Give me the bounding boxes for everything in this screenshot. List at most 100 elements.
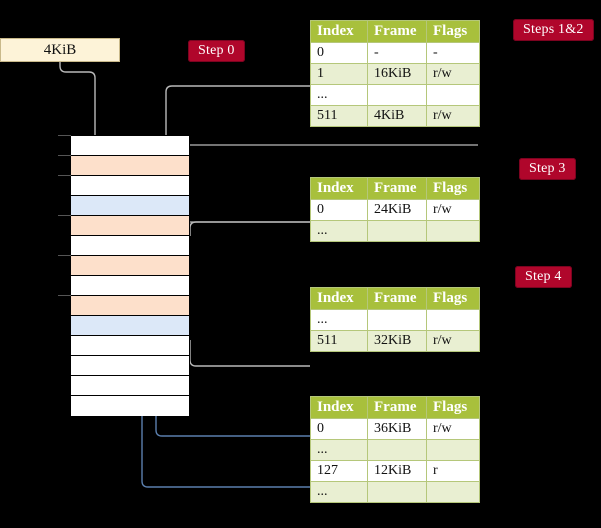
column-header-flags: Flags bbox=[426, 396, 480, 419]
memory-row-tick bbox=[58, 215, 71, 216]
memory-row-6 bbox=[58, 255, 189, 276]
memory-row-7 bbox=[71, 276, 189, 296]
cell-index: 1 bbox=[310, 63, 368, 85]
cell-flags: r bbox=[426, 460, 480, 482]
cell-index: ... bbox=[310, 481, 368, 503]
cell-frame: 36KiB bbox=[367, 418, 427, 440]
physical-memory-column bbox=[58, 135, 190, 416]
memory-row-11 bbox=[71, 356, 189, 376]
memory-row-tick bbox=[58, 135, 71, 136]
cell-flags: r/w bbox=[426, 63, 480, 85]
cell-frame bbox=[367, 309, 427, 331]
cell-index: ... bbox=[310, 84, 368, 106]
column-header-flags: Flags bbox=[426, 287, 480, 310]
memory-row-8 bbox=[58, 295, 189, 316]
table-row: 0-- bbox=[310, 42, 480, 64]
link-step0 bbox=[59, 62, 102, 156]
cell-index: 0 bbox=[310, 42, 368, 64]
memory-row-5 bbox=[71, 236, 189, 256]
cell-index: ... bbox=[310, 439, 368, 461]
memory-row-10 bbox=[71, 336, 189, 356]
memory-row-12 bbox=[71, 376, 189, 396]
cell-frame: 16KiB bbox=[367, 63, 427, 85]
link-table4-row127 bbox=[135, 264, 310, 488]
badge-step-4: Step 4 bbox=[515, 266, 572, 288]
memory-row-tick bbox=[58, 255, 71, 256]
column-header-flags: Flags bbox=[426, 177, 480, 200]
source-frame-label: 4KiB bbox=[43, 41, 77, 58]
cell-frame bbox=[367, 439, 427, 461]
memory-row-2 bbox=[58, 175, 189, 196]
cell-flags: r/w bbox=[426, 330, 480, 352]
cell-frame: - bbox=[367, 42, 427, 64]
table-row: ... bbox=[310, 84, 480, 106]
cell-index: 127 bbox=[310, 460, 368, 482]
column-header-index: Index bbox=[310, 287, 368, 310]
cell-index: 0 bbox=[310, 199, 368, 221]
column-header-flags: Flags bbox=[426, 20, 480, 43]
source-frame-box: 4KiB bbox=[0, 38, 120, 62]
table-row: ... bbox=[310, 220, 480, 242]
memory-row-tick bbox=[58, 155, 71, 156]
badge-step-3: Step 3 bbox=[519, 158, 576, 180]
memory-row-tick bbox=[58, 175, 71, 176]
memory-row-13 bbox=[71, 396, 189, 416]
cell-flags bbox=[426, 84, 480, 106]
cell-flags bbox=[426, 309, 480, 331]
memory-row-4 bbox=[58, 215, 189, 236]
memory-row-0 bbox=[58, 135, 189, 156]
cell-frame: 32KiB bbox=[367, 330, 427, 352]
memory-row-tick bbox=[58, 295, 71, 296]
link-step4-out bbox=[189, 340, 310, 367]
memory-row-1 bbox=[58, 155, 189, 176]
cell-frame: 12KiB bbox=[367, 460, 427, 482]
column-header-frame: Frame bbox=[367, 20, 427, 43]
cell-frame bbox=[367, 481, 427, 503]
cell-frame bbox=[367, 84, 427, 106]
link-step3-out bbox=[189, 221, 310, 236]
column-header-frame: Frame bbox=[367, 396, 427, 419]
cell-frame: 24KiB bbox=[367, 199, 427, 221]
cell-index: 511 bbox=[310, 105, 368, 127]
badge-step-0: Step 0 bbox=[188, 40, 245, 62]
link-steps12-in bbox=[165, 85, 310, 146]
column-header-frame: Frame bbox=[367, 287, 427, 310]
memory-row-9 bbox=[71, 316, 189, 336]
table-row: ... bbox=[310, 309, 480, 331]
cell-frame bbox=[367, 220, 427, 242]
cell-flags bbox=[426, 439, 480, 461]
column-header-frame: Frame bbox=[367, 177, 427, 200]
cell-flags: r/w bbox=[426, 105, 480, 127]
cell-flags: r/w bbox=[426, 418, 480, 440]
cell-flags bbox=[426, 220, 480, 242]
column-header-index: Index bbox=[310, 20, 368, 43]
link-table4-row0 bbox=[149, 196, 310, 437]
memory-row-3 bbox=[71, 196, 189, 216]
column-header-index: Index bbox=[310, 177, 368, 200]
badge-steps-1-2: Steps 1&2 bbox=[513, 19, 594, 41]
cell-index: ... bbox=[310, 220, 368, 242]
table-row: ... bbox=[310, 481, 480, 503]
cell-frame: 4KiB bbox=[367, 105, 427, 127]
cell-flags: - bbox=[426, 42, 480, 64]
cell-flags bbox=[426, 481, 480, 503]
cell-flags: r/w bbox=[426, 199, 480, 221]
table-row: ... bbox=[310, 439, 480, 461]
column-header-index: Index bbox=[310, 396, 368, 419]
cell-index: ... bbox=[310, 309, 368, 331]
